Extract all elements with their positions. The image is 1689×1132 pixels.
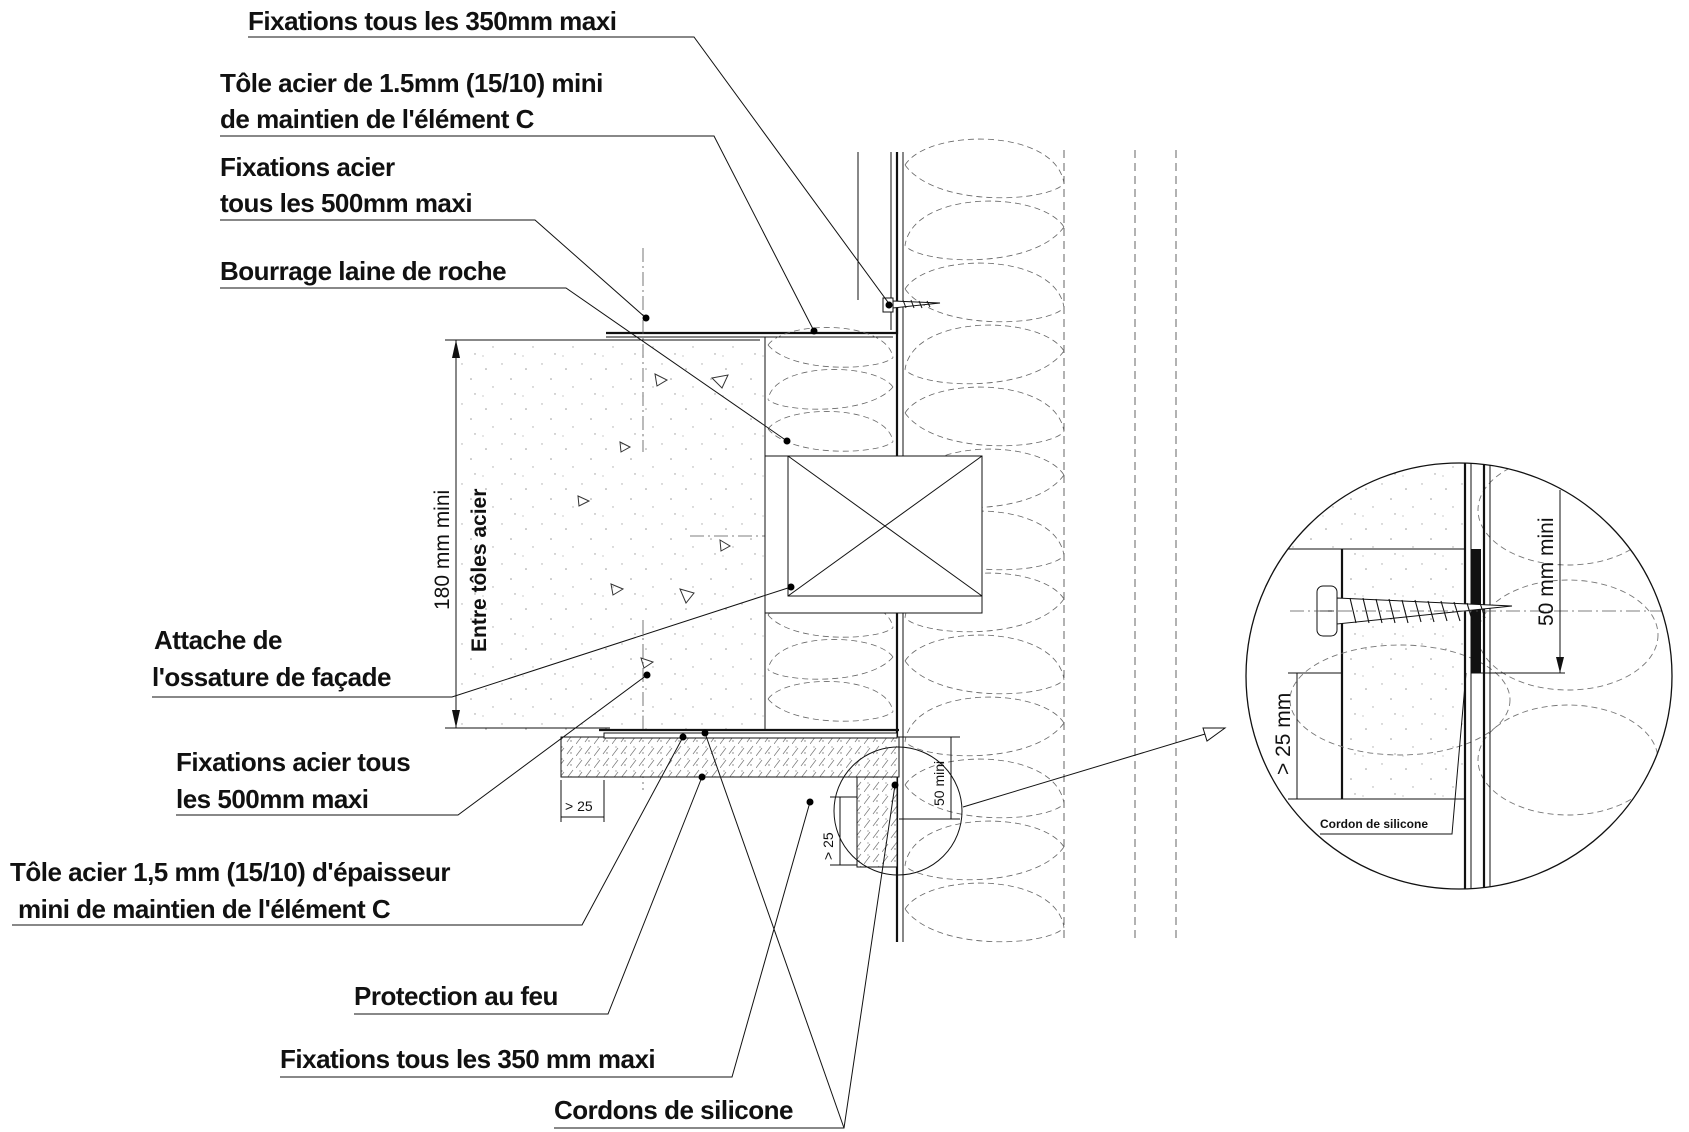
wool-fiber-loop <box>767 369 894 410</box>
label-cordons: Cordons de silicone <box>554 1095 793 1125</box>
wool-fiber-loop <box>904 820 1065 881</box>
detail-element-c <box>1341 548 1466 800</box>
detail-view: 50 mm mini > 25 mm Cordon de silicone <box>1245 462 1673 890</box>
wool-fiber-loop <box>904 510 1065 571</box>
concrete-aggregate <box>577 373 731 669</box>
rock-wool-stuffing <box>767 327 894 722</box>
dim-gt25-label: > 25 <box>565 798 593 814</box>
label-fixations-acier-1: Fixations acier <box>220 152 395 182</box>
label-attache-2: l'ossature de façade <box>152 662 391 692</box>
wool-fiber-loop <box>904 634 1065 695</box>
label-tole-top-1: Tôle acier de 1.5mm (15/10) mini <box>220 68 603 98</box>
leader-tole-bottom <box>12 736 684 926</box>
wool-fiber-loop <box>904 138 1065 199</box>
dim-50-label: 50 mini <box>931 761 947 806</box>
concrete-slab <box>460 340 765 730</box>
wool-fiber-loop <box>767 681 894 722</box>
fire-protection-board <box>560 736 900 778</box>
dimension-gt25-horizontal <box>560 780 605 822</box>
label-fixations-350-bottom: Fixations tous les 350 mm maxi <box>280 1044 655 1074</box>
leader-tole-top <box>220 135 815 332</box>
label-tole-bottom-2: mini de maintien de l'élément C <box>18 894 391 924</box>
detail-concrete <box>1246 463 1465 549</box>
dimension-gt25-vertical <box>830 796 857 866</box>
fire-protection-upstand <box>856 776 898 868</box>
top-steel-sheet <box>606 300 899 335</box>
leader-protection <box>354 776 703 1015</box>
leader-fixations-350-top <box>248 36 891 306</box>
label-attache-1: Attache de <box>154 625 282 655</box>
wool-fiber-loop <box>767 639 894 680</box>
wool-fiber-loop <box>904 696 1065 757</box>
wool-fiber-loop <box>767 411 894 452</box>
label-fixations-acier-2: tous les 500mm maxi <box>220 188 472 218</box>
detail-dim-gt25-label: > 25 mm <box>1272 693 1295 775</box>
wool-fiber-loop <box>904 324 1065 385</box>
wool-fiber-loop <box>904 262 1065 323</box>
bottom-steel-sheet <box>603 732 898 739</box>
label-fixations-tous-1: Fixations acier tous <box>176 747 410 777</box>
label-tole-bottom-1: Tôle acier 1,5 mm (15/10) d'épaisseur <box>10 857 450 887</box>
detail-screw <box>1316 585 1513 637</box>
detail-cordon-label: Cordon de silicone <box>1320 817 1428 831</box>
detail-callout-circle <box>833 746 963 876</box>
wool-fiber-loop <box>904 386 1065 447</box>
dimension-180 <box>445 339 760 729</box>
dim-180-sublabel: Entre tôles acier <box>468 489 491 652</box>
wool-fiber-loop <box>904 758 1065 819</box>
label-bourrage: Bourrage laine de roche <box>220 256 506 286</box>
wool-fiber-loop <box>767 327 894 368</box>
leader-fixations-acier <box>220 219 647 319</box>
outer-insulation <box>904 138 1065 943</box>
leader-cordons <box>704 732 845 1129</box>
label-fixations-350-top: Fixations tous les 350mm maxi <box>248 6 616 36</box>
label-protection: Protection au feu <box>354 981 558 1011</box>
main-section: 180 mm mini Entre tôles acier > 25 > 25 … <box>431 138 1227 943</box>
wool-fiber-loop <box>904 200 1065 261</box>
leader-bourrage <box>220 287 788 442</box>
detail-arrowhead <box>1202 727 1227 742</box>
detail-dim-50-label: 50 mm mini <box>1535 517 1558 626</box>
detail-circle-outline <box>1245 462 1673 890</box>
detail-leader <box>962 727 1226 808</box>
leader-attache <box>152 586 792 698</box>
annotations: Fixations tous les 350mm maxi Tôle acier… <box>10 6 899 1129</box>
dimension-50 <box>899 736 960 820</box>
dim-gt25-vertical-label: > 25 <box>820 832 836 860</box>
wool-fiber-loop <box>904 882 1065 943</box>
label-tole-top-2: de maintien de l'élément C <box>220 104 535 134</box>
facade-bracket <box>764 455 983 614</box>
dim-180-label: 180 mm mini <box>431 490 454 610</box>
leader-fixations-tous <box>176 674 648 816</box>
label-fixations-tous-2: les 500mm maxi <box>176 784 368 814</box>
leader-fixations-350-bottom <box>280 801 811 1078</box>
